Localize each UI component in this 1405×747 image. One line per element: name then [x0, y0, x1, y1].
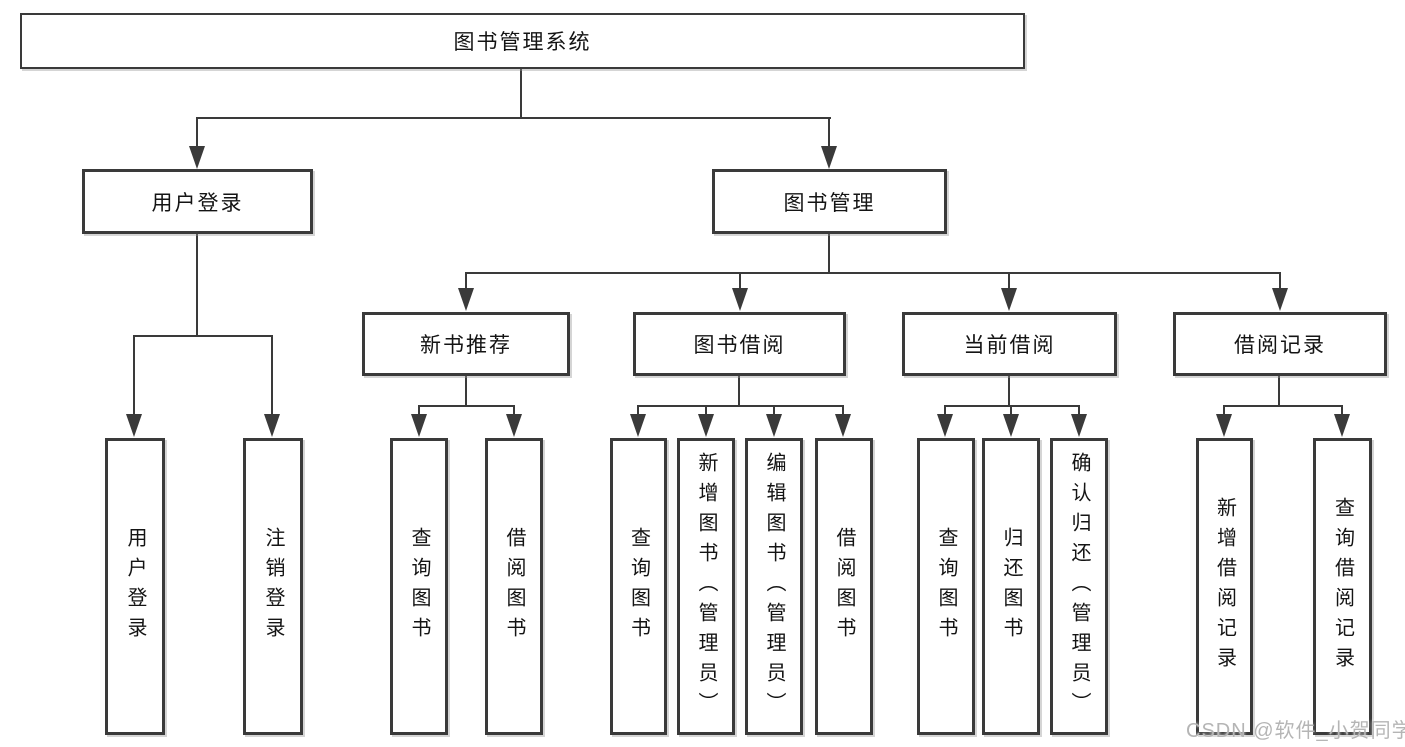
node-library-management-system: 图书管理系统 — [20, 13, 1025, 69]
connector-to-cb-query — [944, 405, 946, 417]
node-book-mgmt: 图书管理 — [712, 169, 947, 234]
node-nr-query-book: 查询图书 — [390, 438, 448, 735]
arrow-to-book-mgmt — [821, 146, 837, 169]
arrow-to-bb-edit — [766, 414, 782, 437]
arrow-to-current-borrow — [1001, 288, 1017, 311]
connector-to-bb-query — [637, 405, 639, 417]
node-user-login: 用户登录 — [82, 169, 313, 234]
connector-current-borrow-branch — [944, 405, 1080, 407]
arrow-to-cb-query — [937, 414, 953, 437]
connector-root-down — [520, 69, 522, 119]
arrow-to-br-add — [1216, 414, 1232, 437]
connector-to-new-book-rec — [465, 272, 467, 292]
connector-to-bb-borrow — [842, 405, 844, 417]
connector-new-book-rec-branch — [418, 405, 515, 407]
arrow-to-bb-query — [630, 414, 646, 437]
arrow-to-bb-borrow — [835, 414, 851, 437]
connector-to-br-add — [1223, 405, 1225, 417]
connector-to-borrow-record — [1279, 272, 1281, 292]
arrow-to-cb-confirm — [1071, 414, 1087, 437]
node-bb-edit-book: 编辑图书（管理员） — [745, 438, 803, 735]
connector-to-user-login — [196, 117, 198, 149]
node-cb-return-book: 归还图书 — [982, 438, 1040, 735]
connector-to-bb-add — [705, 405, 707, 417]
node-new-book-rec: 新书推荐 — [362, 312, 570, 376]
connector-user-login-down — [196, 234, 198, 336]
node-book-borrow: 图书借阅 — [633, 312, 846, 376]
arrow-to-book-borrow — [732, 288, 748, 311]
connector-level2-branch — [466, 272, 1281, 274]
arrow-to-borrow-record — [1272, 288, 1288, 311]
connector-level1-branch — [197, 117, 831, 119]
connector-book-borrow-down — [738, 376, 740, 407]
connector-user-login-branch — [133, 335, 273, 337]
node-br-query-record: 查询借阅记录 — [1313, 438, 1372, 735]
node-nr-borrow-book: 借阅图书 — [485, 438, 543, 735]
arrow-to-ul-logout — [264, 414, 280, 437]
connector-to-current-borrow — [1008, 272, 1010, 292]
node-ul-user-login: 用户登录 — [105, 438, 165, 735]
connector-to-br-query — [1341, 405, 1343, 417]
arrow-to-new-book-rec — [458, 288, 474, 311]
connector-book-borrow-branch — [637, 405, 844, 407]
node-bb-add-book: 新增图书（管理员） — [677, 438, 735, 735]
node-bb-query-book: 查询图书 — [610, 438, 667, 735]
node-bb-borrow-book: 借阅图书 — [815, 438, 873, 735]
connector-to-cb-return — [1010, 405, 1012, 417]
csdn-watermark: CSDN @软件_小贺同学 — [1186, 720, 1405, 742]
connector-borrow-record-down — [1278, 375, 1280, 407]
arrow-to-user-login — [189, 146, 205, 169]
connector-current-borrow-down — [1008, 376, 1010, 407]
connector-new-book-rec-down — [465, 376, 467, 407]
connector-to-nr-borrow — [513, 405, 515, 417]
node-borrow-record: 借阅记录 — [1173, 312, 1387, 376]
arrow-to-bb-add — [698, 414, 714, 437]
connector-to-ul-logout — [271, 335, 273, 415]
connector-to-book-borrow — [739, 272, 741, 292]
node-ul-logout: 注销登录 — [243, 438, 303, 735]
arrow-to-br-query — [1334, 414, 1350, 437]
arrow-to-nr-query — [411, 414, 427, 437]
connector-book-mgmt-down — [828, 234, 830, 274]
arrow-to-nr-borrow — [506, 414, 522, 437]
connector-to-bb-edit — [773, 405, 775, 417]
connector-borrow-record-branch — [1223, 405, 1343, 407]
node-cb-confirm-return: 确认归还（管理员） — [1050, 438, 1108, 735]
arrow-to-ul-user-login — [126, 414, 142, 437]
connector-to-ul-user-login — [133, 335, 135, 415]
connector-to-nr-query — [418, 405, 420, 417]
node-cb-query-book: 查询图书 — [917, 438, 975, 735]
connector-to-cb-confirm — [1078, 405, 1080, 417]
node-current-borrow: 当前借阅 — [902, 312, 1117, 376]
node-br-add-record: 新增借阅记录 — [1196, 438, 1253, 735]
arrow-to-cb-return — [1003, 414, 1019, 437]
connector-to-book-mgmt — [828, 117, 830, 149]
